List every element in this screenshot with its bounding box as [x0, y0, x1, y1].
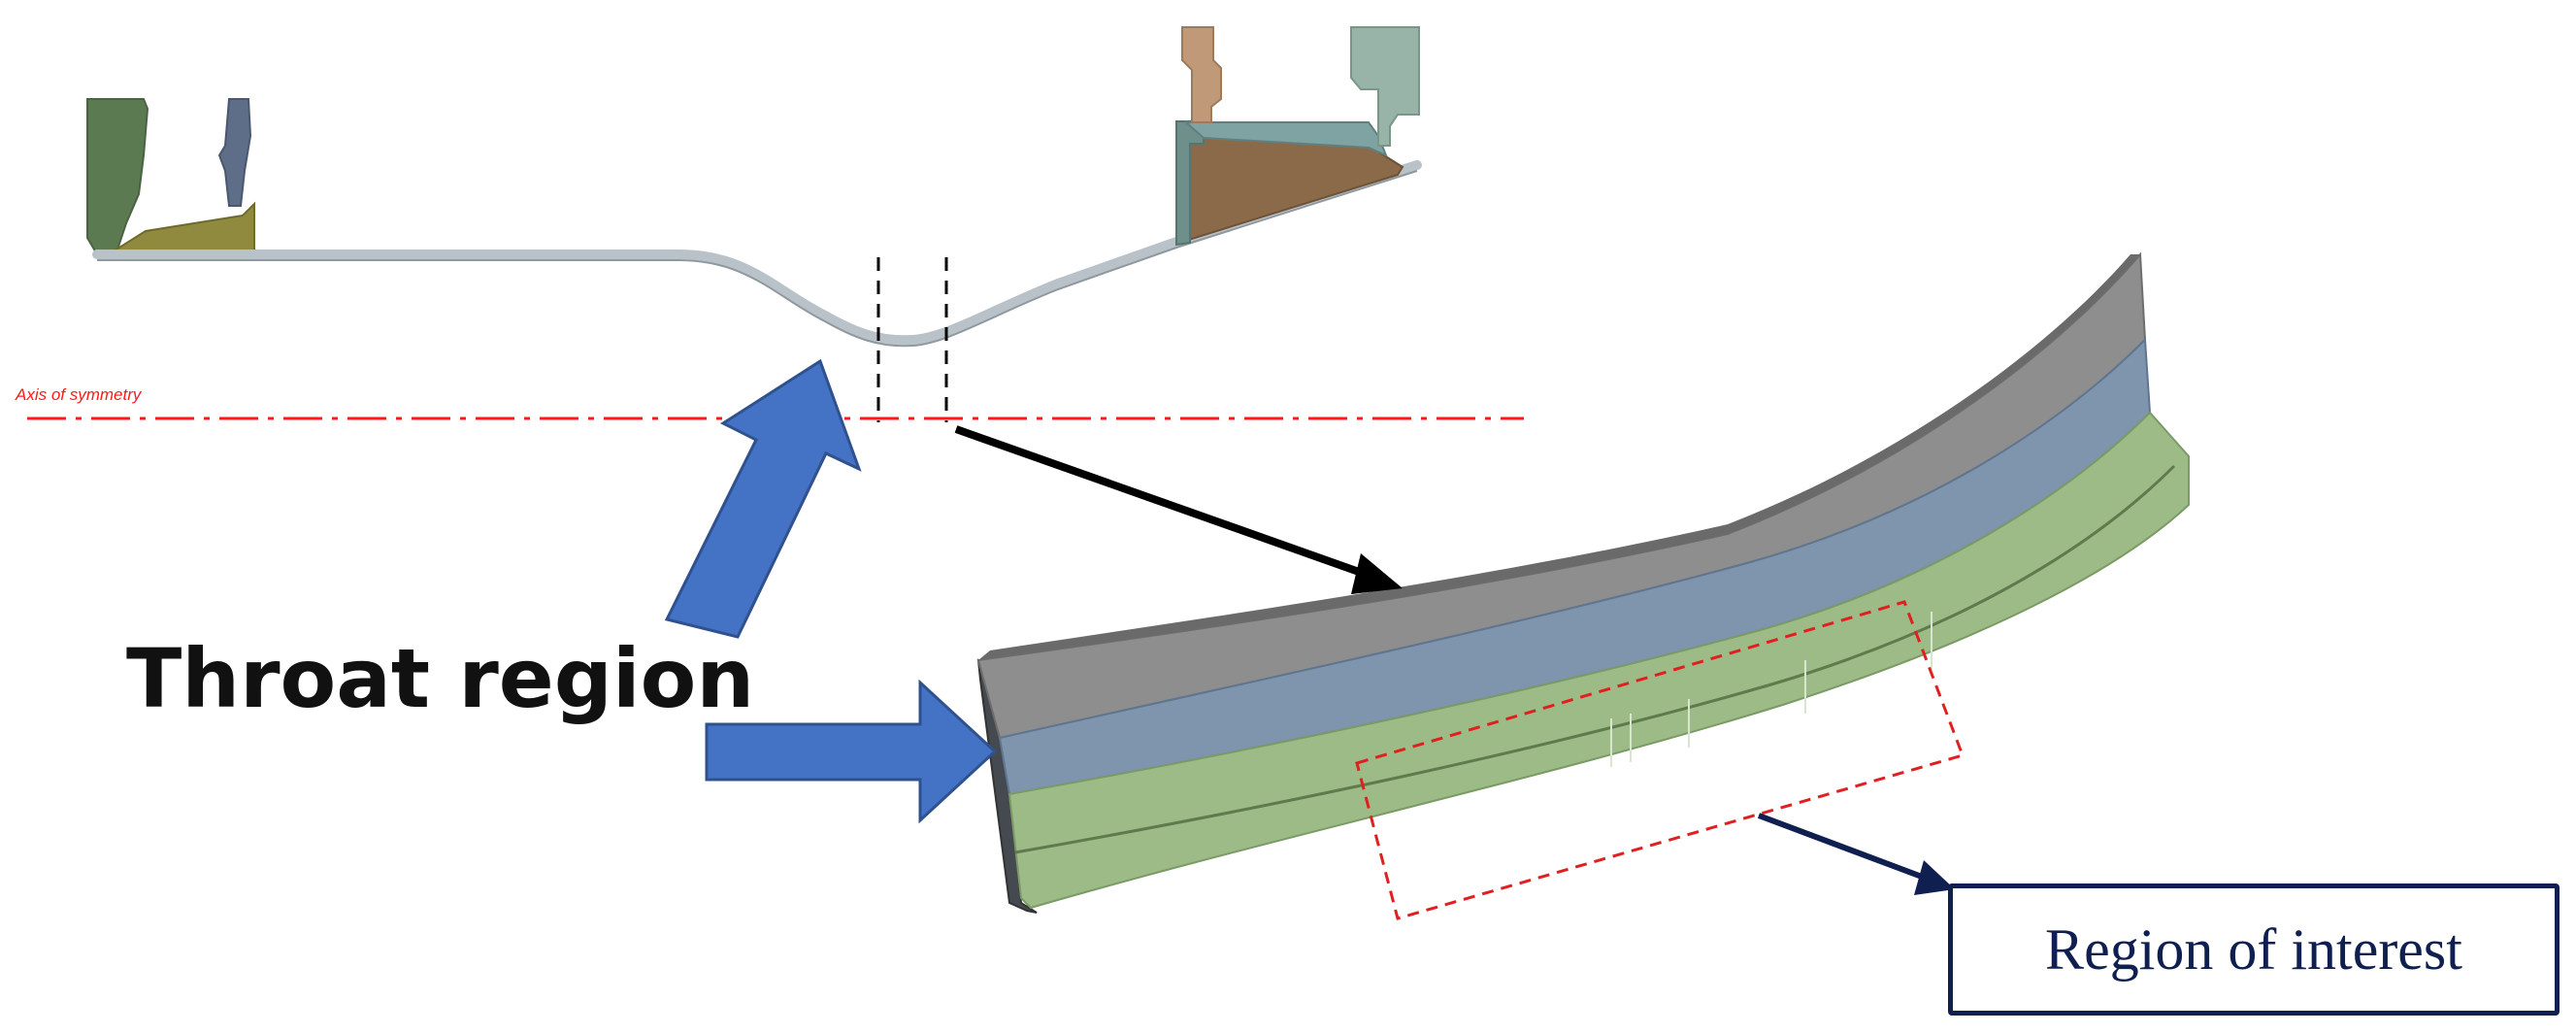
nozzle-profile [86, 26, 1422, 348]
right-sage-post [1350, 26, 1420, 147]
black-arrow [954, 425, 1403, 594]
slab-mesh-lines [1610, 612, 1932, 767]
slab-green-layer [1007, 411, 2190, 910]
region-of-interest-box: Region of interest [1948, 883, 2559, 1016]
region-of-interest-label: Region of interest [2045, 916, 2462, 982]
axis-of-symmetry-label: Axis of symmetry [16, 385, 142, 404]
roi-arrow-head [1914, 860, 1955, 895]
slab-green-seam [1014, 464, 2176, 854]
right-tan-post [1181, 26, 1222, 123]
throat-region-label: Throat region [126, 631, 755, 726]
roi-dashed-box [1355, 600, 1965, 920]
black-arrow-head [1351, 553, 1403, 594]
profile-wall-shadow [97, 170, 1418, 348]
right-brown-block [1178, 134, 1404, 245]
left-post-part [217, 98, 252, 207]
blue-arrow-diagonal [664, 358, 862, 639]
right-frame-top [1183, 121, 1388, 157]
roi-arrow [1757, 813, 1955, 895]
profile-wall [92, 160, 1422, 346]
left-flange-part [86, 98, 149, 256]
throat-markers [876, 257, 948, 422]
black-arrow-shaft [954, 425, 1380, 583]
throat-slab [976, 251, 2190, 914]
blue-arrow-horizontal [705, 679, 998, 824]
left-olive-wedge [111, 201, 255, 256]
roi-arrow-shaft [1757, 813, 1932, 883]
